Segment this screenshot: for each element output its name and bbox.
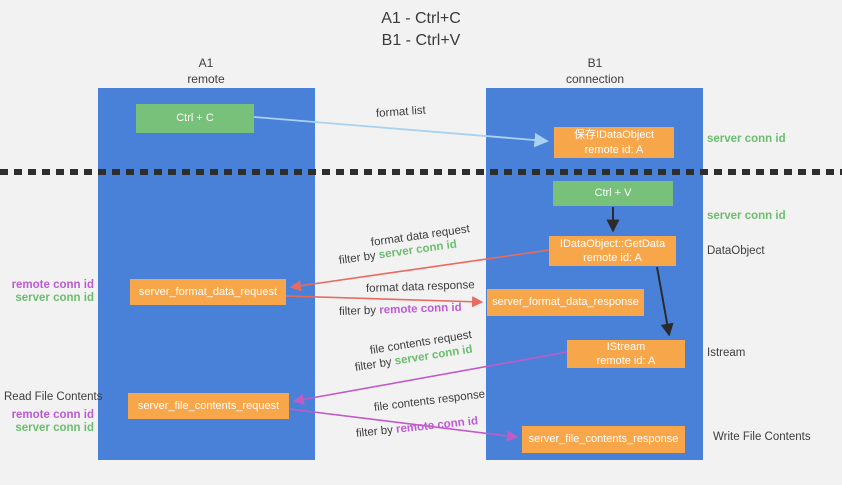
node-ctrl-c: Ctrl + C <box>136 104 254 133</box>
server-file-contents-response-label: server_file_contents_response <box>528 433 679 446</box>
ctrl-v-label: Ctrl + V <box>594 187 632 200</box>
server-conn-id-left-1: server conn id <box>15 292 94 304</box>
read-file-contents-label: Read File Contents <box>4 391 103 403</box>
remote-conn-id-text: remote conn id <box>395 415 479 436</box>
diagram-title: A1 - Ctrl+C B1 - Ctrl+V <box>0 8 842 51</box>
column-a1-name: A1 <box>198 56 214 70</box>
istream-line2: remote id: A <box>596 355 656 367</box>
node-istream: IStream remote id: A <box>567 340 685 368</box>
remote-conn-id-text: remote conn id <box>379 301 462 317</box>
remote-conn-id-left-2: remote conn id <box>11 409 94 421</box>
node-save-idataobject: 保存IDataObject remote id: A <box>554 127 674 158</box>
filter-by-text: filter by <box>338 249 377 267</box>
node-server-file-contents-response: server_file_contents_response <box>522 426 685 453</box>
column-header-b1: B1 connection <box>535 56 655 87</box>
remote-conn-id-left-1: remote conn id <box>11 279 94 291</box>
idataobject-getdata-line2: remote id: A <box>583 252 642 264</box>
column-b1-name: B1 <box>587 56 603 70</box>
server-format-data-request-label: server_format_data_request <box>138 285 278 298</box>
server-conn-id-right-top: server conn id <box>707 133 786 145</box>
title-line-1: A1 - Ctrl+C <box>381 10 461 27</box>
istream-side-label: Istream <box>707 347 746 359</box>
title-line-2: B1 - Ctrl+V <box>381 31 461 49</box>
save-idataobject-line1: 保存IDataObject <box>573 129 655 142</box>
column-a1-subtitle: remote <box>187 71 225 86</box>
file-contents-response-label: file contents response <box>373 388 486 414</box>
format-list-label: format list <box>375 104 427 120</box>
write-file-contents-label: Write File Contents <box>713 431 811 443</box>
filter-by-text: filter by <box>354 356 393 374</box>
server-conn-id-left-2: server conn id <box>15 422 94 434</box>
node-server-format-data-request: server_format_data_request <box>130 279 286 305</box>
node-server-format-data-response: server_format_data_response <box>487 289 644 316</box>
server-conn-id-right-mid: server conn id <box>707 210 786 222</box>
filter-by-text: filter by <box>355 424 394 440</box>
node-server-file-contents-request: server_file_contents_request <box>128 393 289 419</box>
idataobject-getdata-line1: IDataObject::GetData <box>559 237 666 250</box>
column-b1-subtitle: connection <box>565 71 625 86</box>
dataobject-label: DataObject <box>707 245 765 257</box>
filter-by-remote-conn-id-label-2: filter by remote conn id <box>355 415 478 440</box>
node-idataobject-getdata: IDataObject::GetData remote id: A <box>549 236 676 266</box>
filter-by-text: filter by <box>338 304 377 318</box>
save-idataobject-line2: remote id: A <box>584 143 644 156</box>
ctrl-c-label: Ctrl + C <box>176 112 214 125</box>
column-header-a1: A1 remote <box>146 56 266 87</box>
node-ctrl-v: Ctrl + V <box>553 181 673 206</box>
istream-line1: IStream <box>606 340 646 353</box>
format-data-response-label: format data response <box>365 279 475 295</box>
server-file-contents-request-label: server_file_contents_request <box>137 399 280 412</box>
filter-by-remote-conn-id-label-1: filter by remote conn id <box>339 302 462 318</box>
server-format-data-response-label: server_format_data_response <box>492 296 639 309</box>
